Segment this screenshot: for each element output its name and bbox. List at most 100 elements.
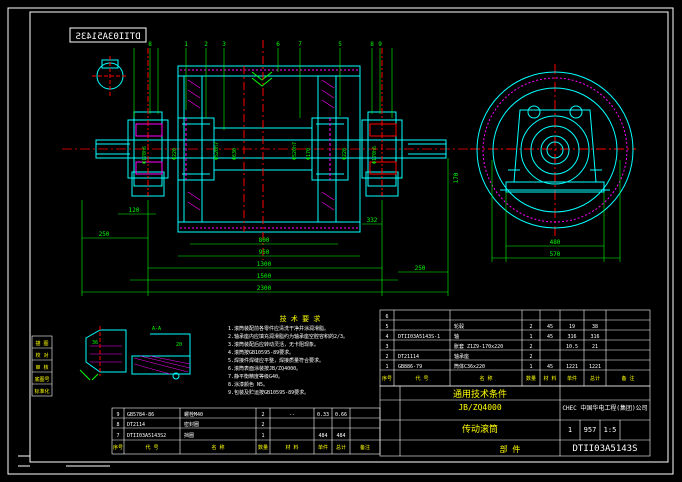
svg-text:序号: 序号 [113, 444, 123, 451]
svg-text:21: 21 [592, 344, 598, 350]
parts-row-upper: 2 DT21114 轴承座 2 [385, 353, 532, 360]
sheet-value: 1 [568, 426, 572, 434]
left-label: 标准化 [34, 388, 49, 395]
parts-row-lower: 7 DTII03A5143S2 挡圈 1 484 484 [116, 432, 345, 439]
pulley-section-view: 1 2 3 6 7 5 8 8 9 Φ520h7 Φ630 Φ520h7 Φ17… [62, 40, 470, 260]
svg-text:8: 8 [370, 41, 374, 48]
parts-row-lower: 8 DT2114 密封圈 2 [116, 421, 264, 428]
svg-text:Φ520h7: Φ520h7 [214, 142, 220, 160]
tech-req-line: 5.焊接件焊缝应平整，焊接质量符合要求。 [228, 357, 324, 364]
tech-req-line: 7.静平衡精度等级G40。 [228, 373, 283, 380]
svg-text:Φ220: Φ220 [342, 148, 348, 160]
svg-text:DTII03A5143S-1: DTII03A5143S-1 [398, 334, 440, 340]
tech-req-line: 4.滚筒按GB10595-89要求。 [228, 349, 294, 356]
pulley-end-view [470, 64, 636, 236]
svg-text:轴: 轴 [454, 333, 459, 340]
left-bearing-housing [127, 48, 169, 197]
svg-text:Φ170: Φ170 [306, 148, 312, 160]
tech-req-line: 2.轴承座内应填充润滑脂约为轴承座空腔容积的2/3。 [228, 333, 348, 340]
svg-text:0.66: 0.66 [335, 412, 347, 418]
drawing-number: DTII03A5143S [572, 444, 637, 454]
svg-text:8: 8 [116, 422, 119, 428]
svg-text:DTII03A5143S2: DTII03A5143S2 [127, 433, 166, 439]
svg-text:代 号: 代 号 [145, 444, 158, 451]
svg-text:名 称: 名 称 [211, 444, 224, 451]
svg-text:3: 3 [385, 344, 388, 350]
svg-text:轴承座: 轴承座 [454, 353, 469, 360]
dim-1500: 1500 [257, 273, 272, 280]
svg-text:2: 2 [529, 324, 532, 330]
company-name: CHEC 中国华电工程(集团)公司 [562, 404, 647, 412]
svg-text:螺栓M40: 螺栓M40 [184, 411, 203, 418]
svg-text:1: 1 [261, 433, 264, 439]
tech-req-line: 1.滚筒装配前各零件应清洗干净并涂润滑脂。 [228, 325, 329, 332]
parts-row-upper: 6 [385, 314, 388, 320]
parts-header-upper: 序号 代 号 名 称 数量 材 料 单件 总计 备 注 [382, 375, 635, 382]
svg-text:316: 316 [567, 334, 576, 340]
parts-row-upper: 1 GB886-79 筒体C36x220 1 45 1221 1221 [385, 363, 601, 370]
sheet-frame [7, 7, 674, 475]
dim-480: 480 [550, 239, 561, 246]
svg-text:材 料: 材 料 [285, 444, 298, 451]
dim-120: 120 [129, 207, 140, 214]
parts-row-upper: 3 胀套 Z1Z9-170x220 2 10.5 21 [385, 343, 598, 350]
svg-text:数量: 数量 [258, 444, 268, 451]
left-label: 校 对 [35, 352, 48, 359]
svg-text:484: 484 [318, 433, 327, 439]
svg-text:1: 1 [385, 364, 388, 370]
part-label: 部 件 [500, 444, 521, 454]
svg-text:名 称: 名 称 [479, 375, 492, 382]
svg-text:总计: 总计 [590, 375, 600, 382]
svg-text:GB886-79: GB886-79 [398, 364, 422, 370]
keyway-section [92, 56, 128, 96]
parts-list-lower: 9 GB5784-86 螺栓M40 2 -- 0.33 0.66 8 DT211… [113, 411, 370, 451]
svg-text:6: 6 [385, 314, 388, 320]
svg-text:2: 2 [204, 41, 208, 48]
svg-text:38: 38 [592, 324, 598, 330]
svg-text:DT21114: DT21114 [398, 354, 419, 360]
dim-250-left: 250 [99, 231, 110, 238]
svg-text:Φ520h7: Φ520h7 [292, 142, 298, 160]
dim-570: 570 [550, 251, 561, 258]
svg-text:轮毂: 轮毂 [454, 323, 464, 330]
svg-text:备 注: 备 注 [621, 375, 634, 382]
svg-text:2: 2 [529, 344, 532, 350]
parts-list-upper: 6 5 轮毂 2 45 19 38 4 DTII03A5143S-1 轴 1 4… [382, 314, 635, 382]
svg-text:密封圈: 密封圈 [184, 421, 199, 428]
svg-text:45: 45 [547, 364, 553, 370]
svg-text:2: 2 [529, 354, 532, 360]
svg-text:筒体C36x220: 筒体C36x220 [454, 363, 485, 370]
dim-1300: 1300 [257, 261, 272, 268]
svg-text:5: 5 [385, 324, 388, 330]
mirrored-drawing-number: DTII03A5143S [69, 27, 147, 43]
parts-header-lower: 序号 代 号 名 称 数量 材 料 单件 总计 备注 [113, 444, 370, 451]
svg-text:6: 6 [276, 41, 280, 48]
svg-text:45: 45 [547, 334, 553, 340]
tech-req-line: 9.包装及贮运按GB10595-89要求。 [228, 389, 309, 396]
svg-text:--: -- [289, 412, 295, 418]
tech-req-line: 6.滚筒表面涂装按JB/ZQ4000。 [228, 365, 301, 372]
right-bearing-housing [361, 48, 403, 197]
svg-text:9: 9 [116, 412, 119, 418]
svg-text:材 料: 材 料 [543, 375, 556, 382]
svg-text:DT2114: DT2114 [127, 422, 145, 428]
svg-text:Φ170h6: Φ170h6 [372, 146, 378, 164]
left-label: 审 核 [35, 364, 48, 371]
standard-title: 通用技术条件 [453, 388, 507, 400]
parts-list-upper-grid [379, 309, 651, 387]
parts-row-lower: 9 GB5784-86 螺栓M40 2 -- 0.33 0.66 [116, 411, 347, 418]
svg-text:Φ630: Φ630 [232, 148, 238, 160]
svg-text:2: 2 [261, 412, 264, 418]
svg-text:代 号: 代 号 [415, 375, 428, 382]
dim-170: 170 [453, 172, 460, 183]
dim-2300: 2300 [257, 285, 272, 292]
drawing-title: 传动滚筒 [462, 423, 498, 435]
svg-text:484: 484 [336, 433, 345, 439]
svg-text:挡圈: 挡圈 [184, 432, 194, 439]
svg-text:1: 1 [529, 364, 532, 370]
weight-value: 957 [584, 426, 597, 434]
technical-requirements: 技 术 要 求 1.滚筒装配前各零件应清洗干净并涂润滑脂。 2.轴承座内应填充润… [228, 314, 348, 396]
parts-row-upper: 4 DTII03A5143S-1 轴 1 45 316 316 [385, 333, 599, 340]
svg-text:5: 5 [338, 41, 342, 48]
